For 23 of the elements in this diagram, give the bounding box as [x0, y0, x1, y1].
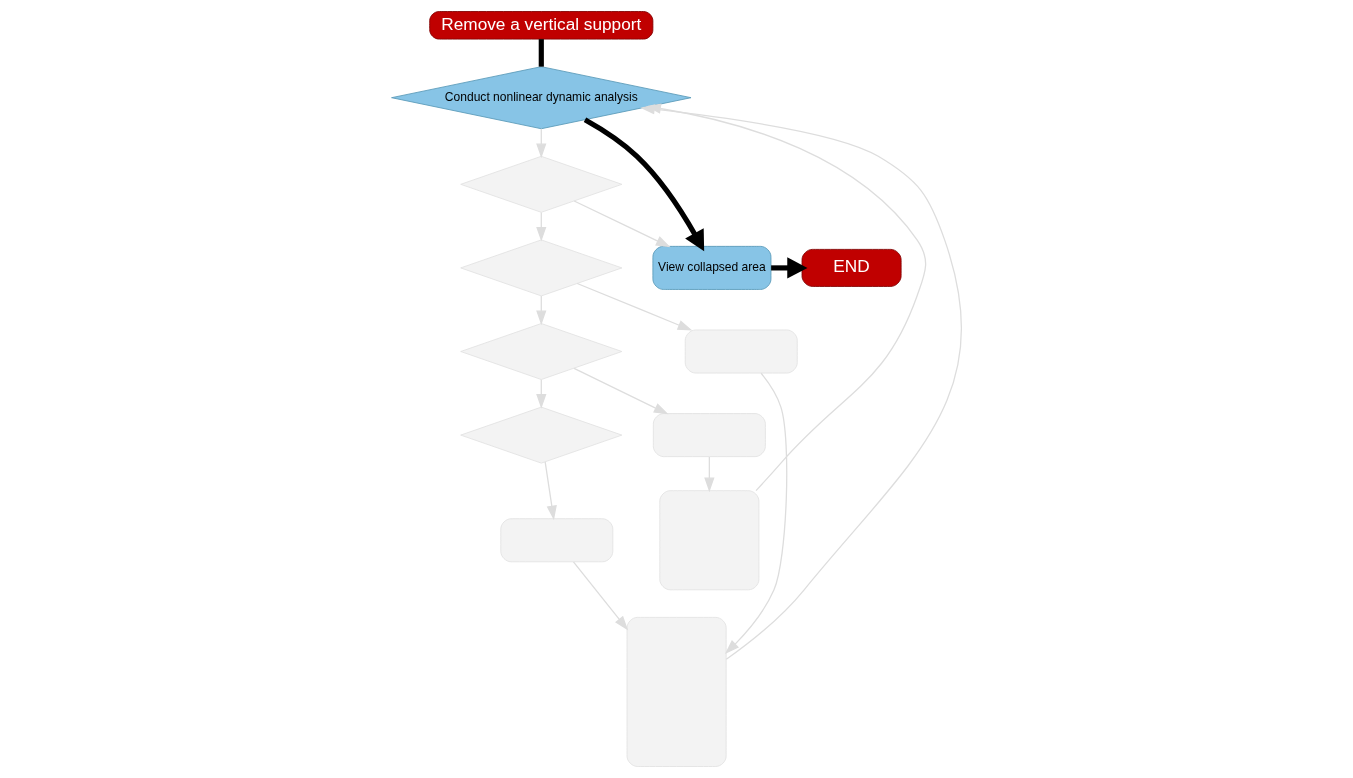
node-box: View collapsed area: [652, 245, 772, 290]
arrow: [573, 367, 669, 415]
connector: [538, 39, 544, 67]
node-diamond: [460, 323, 623, 380]
arrow: [724, 372, 788, 654]
node-box: END: [801, 248, 902, 287]
arrow: [583, 117, 705, 252]
arrow: [572, 561, 629, 631]
node-diamond: Conduct nonlinear dynamic analysis: [391, 66, 692, 130]
arrow: [544, 461, 557, 521]
node-box: [659, 490, 760, 591]
node-box: [684, 329, 798, 374]
node-box: [652, 413, 766, 458]
node-box: Remove a vertical support: [429, 11, 654, 40]
node-diamond: [460, 239, 623, 297]
arrow: [576, 282, 693, 331]
arrow: [704, 456, 715, 493]
node-diamond: [460, 155, 623, 213]
node-diamond: [460, 406, 623, 464]
arrow: [771, 257, 808, 279]
arrow: [573, 200, 671, 248]
node-box: [500, 518, 614, 563]
node-box: [626, 616, 727, 767]
